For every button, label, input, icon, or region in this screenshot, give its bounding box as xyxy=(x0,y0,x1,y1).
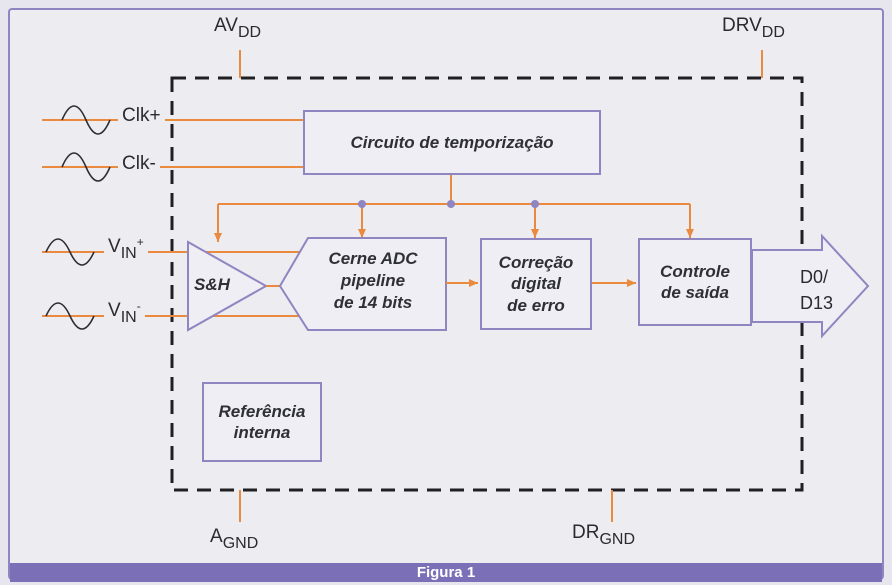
junction-dot xyxy=(531,200,539,208)
clk-minus-label: Clk- xyxy=(118,154,160,173)
clk-plus-label: Clk+ xyxy=(118,106,165,125)
figure-caption: Figura 1 xyxy=(10,563,882,582)
clk-plus-wave xyxy=(61,105,111,135)
internal-reference-block: Referência interna xyxy=(202,382,322,462)
vin-minus-label: VIN- xyxy=(104,300,145,326)
sample-hold-block xyxy=(187,240,269,332)
agnd-label: AGND xyxy=(210,526,259,552)
output-bus-arrow xyxy=(751,233,870,339)
vin-minus-wave xyxy=(45,302,95,330)
junction-dot xyxy=(358,200,366,208)
timing-circuit-block: Circuito de temporização xyxy=(303,110,601,175)
junction-dot xyxy=(447,200,455,208)
avdd-label: AVDD xyxy=(214,15,262,41)
adc-core-block xyxy=(278,237,447,331)
drgnd-label: DRGND xyxy=(572,522,636,548)
output-bus-label: D0/ D13 xyxy=(800,267,834,313)
sh-label: S&H xyxy=(194,275,230,294)
vin-plus-label: VIN+ xyxy=(104,236,148,262)
vin-plus-wave xyxy=(45,238,95,266)
adc-core-label: Cerne ADC pipeline de 14 bits xyxy=(328,249,418,313)
output-control-block: Controle de saída xyxy=(638,238,752,326)
drvdd-label: DRVDD xyxy=(722,15,785,41)
error-correction-block: Correção digital de erro xyxy=(480,238,592,330)
clk-minus-wave xyxy=(61,152,111,182)
